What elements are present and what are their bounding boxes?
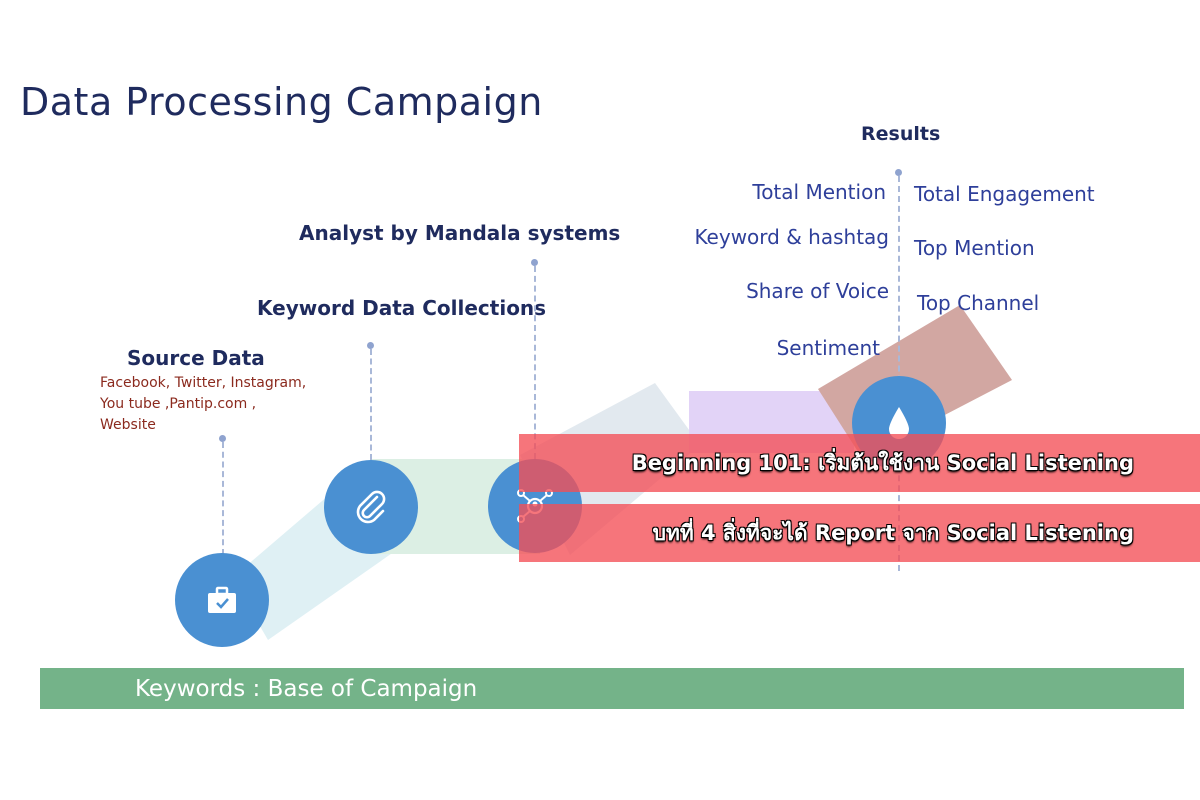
overlay-subtitle: บทที่ 4 สิ่งที่จะได้ Report จาก Social L… (652, 520, 1134, 545)
result-top-channel: Top Channel (917, 291, 1040, 315)
stage-label-analysis: Analyst by Mandala systems (299, 221, 621, 245)
result-sentiment: Sentiment (776, 336, 880, 360)
source-item: You tube ,Pantip.com , (100, 396, 257, 412)
result-top-mention: Top Mention (914, 236, 1035, 260)
overlay-banner-line1: Beginning 101: เริ่มต้นใช้งาน Social Lis… (519, 434, 1200, 492)
connector-dot-analysis (531, 259, 538, 266)
result-total-mention: Total Mention (752, 180, 886, 204)
briefcase-check-icon (208, 586, 236, 613)
connector-dot-results (895, 169, 902, 176)
paperclip-icon (356, 490, 386, 524)
stage-circle-source (175, 553, 269, 647)
drop-icon (889, 407, 909, 439)
connector-results (898, 176, 900, 571)
source-item: Facebook, Twitter, Instagram, (100, 375, 307, 391)
page-title: Data Processing Campaign (20, 80, 543, 124)
stage-circle-collection (324, 460, 418, 554)
overlay-title: Beginning 101: เริ่มต้นใช้งาน Social Lis… (631, 450, 1134, 475)
result-keyword-hashtag: Keyword & hashtag (694, 225, 889, 249)
stage-label-results: Results (861, 123, 941, 145)
connector-dot-collection (367, 342, 374, 349)
connector-collection (370, 349, 372, 460)
source-list: Facebook, Twitter, Instagram, You tube ,… (100, 373, 306, 436)
source-item: Website (100, 417, 156, 433)
overlay-banner-line2: บทที่ 4 สิ่งที่จะได้ Report จาก Social L… (519, 504, 1200, 562)
connector-analysis (534, 266, 536, 459)
base-bar: Keywords : Base of Campaign (40, 668, 1184, 709)
connector-source (222, 442, 224, 555)
result-share-of-voice: Share of Voice (746, 279, 889, 303)
stage-label-collection: Keyword Data Collections (257, 296, 547, 320)
base-bar-label: Keywords : Base of Campaign (135, 675, 478, 702)
result-total-engagement: Total Engagement (914, 182, 1095, 206)
connector-dot-source (219, 435, 226, 442)
stage-label-source: Source Data (127, 346, 265, 370)
